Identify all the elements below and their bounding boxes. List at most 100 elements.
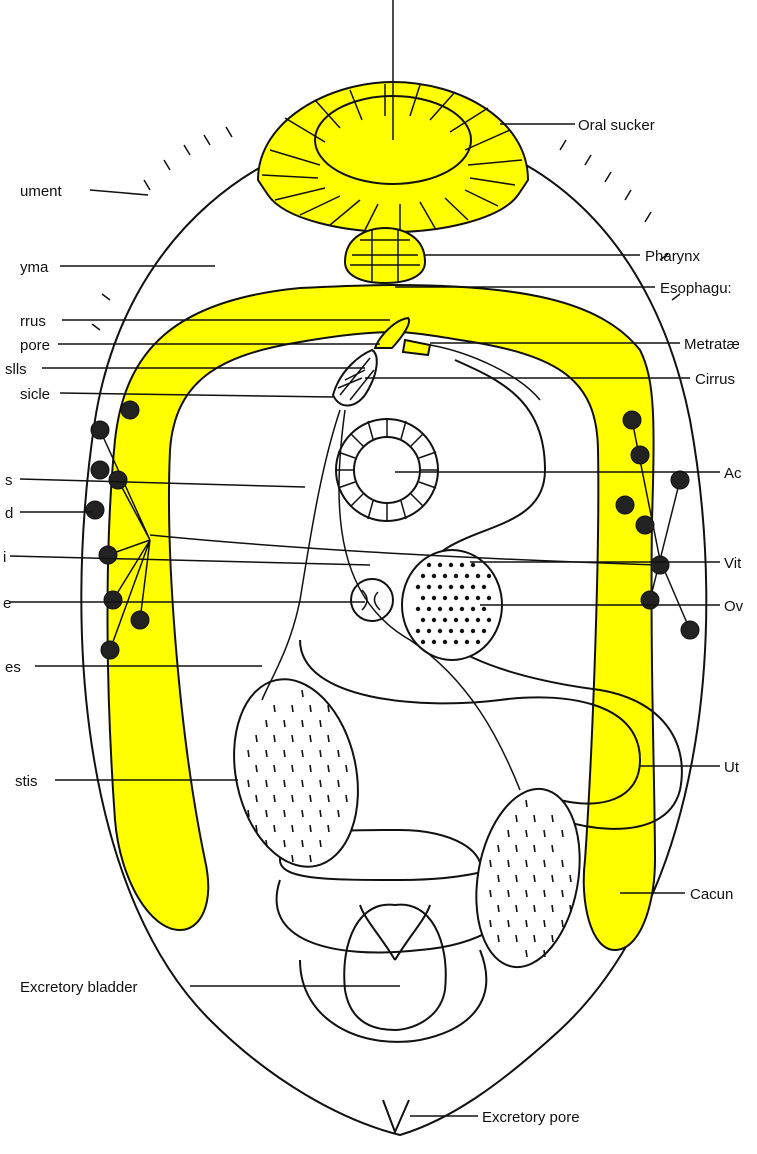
testis-mark [338,780,339,787]
testis-mark [266,780,267,787]
testis-mark [516,845,517,852]
testis-mark [274,795,275,802]
label-cirrus-right: Cirrus [695,371,735,388]
testis-mark [338,750,339,757]
testis-mark [248,780,249,787]
testis-mark [570,905,571,912]
testis-mark [552,815,553,822]
testis-mark [274,765,275,772]
testis-mark [302,840,303,847]
testis-mark [526,860,527,867]
ovary-stipple [454,574,458,578]
ovary-stipple [454,618,458,622]
label-left-e: e [3,595,11,612]
testis-mark [562,920,563,927]
testis-mark [552,875,553,882]
testis-mark [534,815,535,822]
excretory-bladder [344,905,446,1030]
testis-mark [346,765,347,772]
testis-mark [516,935,517,942]
testis-mark [508,860,509,867]
testis-mark [328,735,329,742]
testis-mark [292,765,293,772]
ovary-stipple [427,585,431,589]
ovary-stipple [487,596,491,600]
testis-mark [516,815,517,822]
label-acetabulum: Ac [724,465,742,482]
label-left-i: i [3,549,6,566]
label-excretory-pore: Excretory pore [482,1109,580,1126]
label-seminal-vesicle: sicle [20,386,50,403]
ovary-stipple [432,618,436,622]
testis-mark [248,810,249,817]
pharynx [345,228,425,283]
testis-mark [310,765,311,772]
testis-mark [292,855,293,862]
testis-mark [292,705,293,712]
testis-mark [310,855,311,862]
ovary-stipple [460,563,464,567]
ovary-stipple [416,607,420,611]
ovary-stipple [432,596,436,600]
testis-mark [310,705,311,712]
ovary-stipple [465,574,469,578]
vitelline-follicle [99,546,117,564]
vitelline-follicle [86,501,104,519]
testis-mark [562,860,563,867]
testis-mark [320,750,321,757]
testis-anterior [218,668,375,879]
testis-mark [284,750,285,757]
testis-mark [310,735,311,742]
testis-mark [302,810,303,817]
vitelline-follicle [109,471,127,489]
ovary-stipple [443,640,447,644]
testis-mark [320,780,321,787]
testis-mark [544,950,545,957]
ovary-stipple [487,618,491,622]
testis-mark [498,935,499,942]
ovary-stipple [471,585,475,589]
ovary-stipple [476,574,480,578]
testis-mark [534,935,535,942]
ovary-stipple [471,629,475,633]
testis-mark [256,825,257,832]
ovary-stipple [471,563,475,567]
ovary-stipple [454,640,458,644]
testis-mark [320,810,321,817]
testis-mark [562,830,563,837]
testis-posterior [463,781,593,976]
vitelline-follicle [681,621,699,639]
ovary-stipple [421,640,425,644]
ovary-stipple [460,607,464,611]
acetabulum [336,419,438,521]
ovary-stipple [487,574,491,578]
ovary-stipple [427,563,431,567]
label-cirrus-left: rrus [20,313,46,330]
testis-mark [526,920,527,927]
testis-mark [516,875,517,882]
testis-mark [274,705,275,712]
testis-mark [346,795,347,802]
ovary-stipple [482,585,486,589]
ovary-stipple [443,574,447,578]
ovary-stipple [416,585,420,589]
label-pharynx: Pharynx [645,248,701,265]
testis-mark [516,905,517,912]
testis-mark [534,845,535,852]
ovary-stipple [421,574,425,578]
testis-mark [552,905,553,912]
testis-mark [534,905,535,912]
testis-mark [508,920,509,927]
testis-mark [284,720,285,727]
vitelline-follicle [91,421,109,439]
testis-mark [302,750,303,757]
label-vitelline: Vit [724,555,742,572]
testis-mark [274,825,275,832]
vitelline-follicle [91,461,109,479]
testis-mark [292,825,293,832]
testis-mark [328,795,329,802]
ovary-stipple [465,640,469,644]
testis-mark [490,890,491,897]
vitelline-follicle [104,591,122,609]
testis-mark [302,780,303,787]
